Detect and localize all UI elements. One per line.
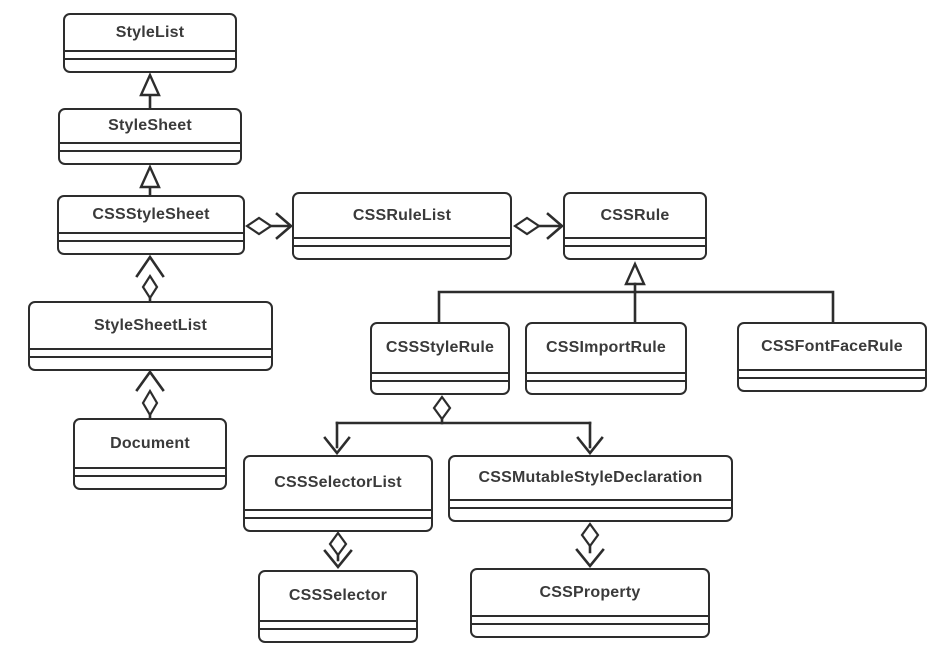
edge-aggregation-cssstylesheet-cssrulelist (245, 212, 293, 240)
class-box-cssrulelist: CSSRuleList (292, 192, 512, 260)
class-box-cssimportrule: CSSImportRule (525, 322, 687, 395)
attributes-compartment (75, 467, 225, 475)
class-name: CSSImportRule (546, 339, 666, 356)
edge-aggregation-document-stylesheetlist (135, 369, 165, 420)
operations-compartment (450, 507, 731, 520)
class-name: StyleSheet (108, 117, 192, 134)
operations-compartment (472, 623, 708, 636)
class-box-cssrule: CSSRule (563, 192, 707, 260)
class-box-stylesheet: StyleSheet (58, 108, 242, 165)
class-name: CSSStyleSheet (92, 205, 210, 223)
class-box-document: Document (73, 418, 227, 490)
operations-compartment (739, 377, 925, 390)
edge-aggregation-cssrulelist-cssrule (513, 212, 564, 240)
attributes-compartment (30, 348, 271, 356)
class-name: CSSMutableStyleDeclaration (478, 469, 703, 486)
class-name: CSSRule (600, 206, 670, 224)
attributes-compartment (450, 499, 731, 507)
attributes-compartment (60, 142, 240, 150)
operations-compartment (65, 58, 235, 71)
edge-aggregation-cssselectorlist-cssselector (323, 531, 353, 570)
class-box-cssfontfacerule: CSSFontFaceRule (737, 322, 927, 392)
class-name: CSSStyleRule (385, 339, 495, 356)
operations-compartment (565, 245, 705, 258)
operations-compartment (245, 517, 431, 530)
edge-aggregation-cssmutablestyledeclaration-cssproperty (575, 522, 605, 569)
attributes-compartment (472, 615, 708, 623)
class-box-cssstylerule: CSSStyleRule (370, 322, 510, 395)
class-box-cssselector: CSSSelector (258, 570, 418, 643)
edge-generalization-stylesheet-stylelist (139, 72, 161, 110)
operations-compartment (527, 380, 685, 393)
class-box-cssselectorlist: CSSSelectorList (243, 455, 433, 532)
operations-compartment (75, 475, 225, 488)
class-box-stylelist: StyleList (63, 13, 237, 73)
edge-aggregation-cssstylerule-children (323, 395, 604, 456)
class-name: StyleSheetList (93, 316, 208, 334)
class-name: CSSRuleList (352, 206, 452, 224)
attributes-compartment (65, 50, 235, 58)
operations-compartment (260, 628, 416, 641)
edge-generalization-cssstylesheet-stylesheet (139, 164, 161, 197)
attributes-compartment (245, 509, 431, 517)
edge-aggregation-stylesheetlist-cssstylesheet (135, 254, 165, 303)
attributes-compartment (59, 232, 243, 240)
class-name: CSSSelector (288, 587, 388, 604)
class-name: StyleList (115, 23, 185, 41)
operations-compartment (372, 380, 508, 393)
class-box-cssproperty: CSSProperty (470, 568, 710, 638)
class-name: CSSFontFaceRule (761, 337, 903, 355)
operations-compartment (30, 356, 271, 369)
attributes-compartment (527, 372, 685, 380)
attributes-compartment (565, 237, 705, 245)
edge-generalization-rules-cssrule (437, 261, 835, 324)
attributes-compartment (739, 369, 925, 377)
class-name: CSSSelectorList (274, 474, 402, 491)
class-box-cssmutablestyledeclaration: CSSMutableStyleDeclaration (448, 455, 733, 522)
class-name: Document (110, 434, 190, 452)
attributes-compartment (372, 372, 508, 380)
class-box-cssstylesheet: CSSStyleSheet (57, 195, 245, 255)
class-box-stylesheetlist: StyleSheetList (28, 301, 273, 371)
class-name: CSSProperty (539, 583, 641, 601)
attributes-compartment (260, 620, 416, 628)
attributes-compartment (294, 237, 510, 245)
operations-compartment (59, 240, 243, 253)
operations-compartment (60, 150, 240, 163)
operations-compartment (294, 245, 510, 258)
